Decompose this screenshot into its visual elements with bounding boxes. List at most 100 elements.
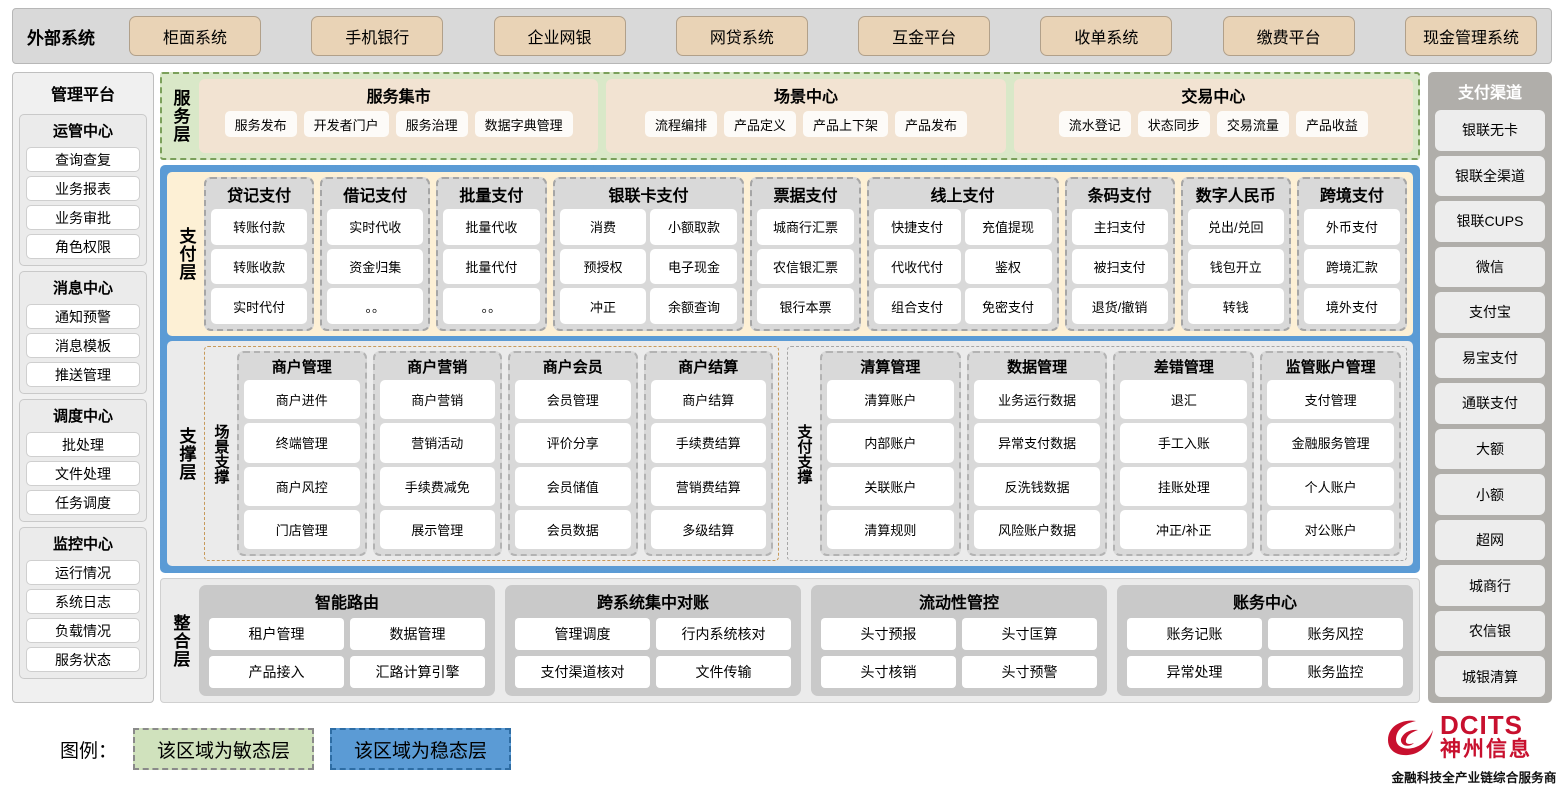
- support-item[interactable]: 个人账户: [1267, 466, 1394, 506]
- payment-item[interactable]: 被扫支付: [1071, 248, 1168, 285]
- support-item[interactable]: 关联账户: [826, 466, 954, 506]
- service-chip[interactable]: 开发者门户: [303, 111, 389, 137]
- payment-channel-item[interactable]: 城商行: [1435, 565, 1545, 606]
- management-item[interactable]: 通知预警: [26, 304, 140, 329]
- integration-item[interactable]: 管理调度: [515, 618, 650, 650]
- integration-item[interactable]: 数据管理: [350, 618, 485, 650]
- external-system-chip[interactable]: 柜面系统: [129, 16, 261, 56]
- management-item[interactable]: 查询查复: [26, 147, 140, 172]
- external-system-chip[interactable]: 缴费平台: [1222, 16, 1355, 56]
- support-item[interactable]: 多级结算: [650, 509, 766, 549]
- support-item[interactable]: 挂账处理: [1120, 466, 1248, 506]
- support-item[interactable]: 商户进件: [244, 380, 360, 420]
- payment-item[interactable]: 电子现金: [650, 248, 738, 285]
- management-item[interactable]: 消息模板: [26, 333, 140, 358]
- payment-item[interactable]: 外币支付: [1303, 209, 1401, 245]
- support-item[interactable]: 商户风控: [244, 466, 360, 506]
- management-item[interactable]: 推送管理: [26, 362, 140, 387]
- payment-item[interactable]: 跨境汇款: [1303, 248, 1401, 285]
- payment-item[interactable]: 充值提现: [964, 209, 1052, 245]
- support-item[interactable]: 评价分享: [515, 423, 631, 463]
- integration-item[interactable]: 行内系统核对: [656, 618, 791, 650]
- external-system-chip[interactable]: 网贷系统: [675, 16, 808, 56]
- payment-channel-item[interactable]: 城银清算: [1435, 656, 1545, 697]
- external-system-chip[interactable]: 现金管理系统: [1404, 16, 1537, 56]
- management-item[interactable]: 系统日志: [26, 589, 140, 614]
- management-item[interactable]: 运行情况: [26, 560, 140, 585]
- integration-item[interactable]: 头寸预报: [821, 618, 956, 650]
- payment-item[interactable]: 农信银汇票: [757, 248, 854, 285]
- management-item[interactable]: 批处理: [26, 432, 140, 457]
- integration-item[interactable]: 头寸核销: [821, 656, 956, 688]
- payment-channel-item[interactable]: 易宝支付: [1435, 337, 1545, 379]
- service-chip[interactable]: 交易流量: [1216, 111, 1289, 137]
- payment-item[interactable]: 冲正: [559, 288, 647, 324]
- service-chip[interactable]: 产品发布: [895, 111, 968, 137]
- support-item[interactable]: 终端管理: [244, 423, 360, 463]
- integration-item[interactable]: 账务记账: [1127, 618, 1262, 650]
- support-item[interactable]: 业务运行数据: [973, 380, 1101, 420]
- payment-item[interactable]: 城商行汇票: [757, 209, 854, 245]
- support-item[interactable]: 冲正/补正: [1120, 509, 1248, 549]
- external-system-chip[interactable]: 手机银行: [311, 16, 444, 56]
- payment-channel-item[interactable]: 微信: [1435, 246, 1545, 288]
- payment-item[interactable]: 兑出/兑回: [1187, 209, 1284, 245]
- support-item[interactable]: 清算规则: [826, 509, 954, 549]
- payment-item[interactable]: 转账付款: [211, 209, 308, 245]
- management-item[interactable]: 服务状态: [26, 647, 140, 672]
- payment-channel-item[interactable]: 通联支付: [1435, 383, 1545, 424]
- support-item[interactable]: 营销活动: [379, 423, 495, 463]
- support-item[interactable]: 会员管理: [515, 380, 631, 420]
- payment-item[interactable]: 境外支付: [1303, 288, 1401, 324]
- support-item[interactable]: 手工入账: [1120, 423, 1248, 463]
- payment-item[interactable]: 免密支付: [964, 288, 1052, 324]
- payment-item[interactable]: 组合支付: [873, 288, 961, 324]
- payment-channel-item[interactable]: 支付宝: [1435, 292, 1545, 333]
- integration-item[interactable]: 账务监控: [1268, 656, 1403, 688]
- payment-item[interactable]: 余额查询: [650, 288, 738, 324]
- support-item[interactable]: 会员数据: [515, 509, 631, 549]
- support-item[interactable]: 退汇: [1120, 380, 1248, 420]
- payment-item[interactable]: 资金归集: [327, 248, 424, 285]
- payment-item[interactable]: 快捷支付: [873, 209, 961, 245]
- support-item[interactable]: 营销费结算: [650, 466, 766, 506]
- service-chip[interactable]: 产品上下架: [802, 111, 888, 137]
- support-item[interactable]: 对公账户: [1267, 509, 1394, 549]
- payment-item[interactable]: 主扫支付: [1071, 209, 1168, 245]
- integration-item[interactable]: 账务风控: [1268, 618, 1403, 650]
- payment-channel-item[interactable]: 大额: [1435, 428, 1545, 470]
- support-item[interactable]: 金融服务管理: [1267, 423, 1394, 463]
- payment-item[interactable]: 小额取款: [650, 209, 738, 245]
- service-chip[interactable]: 状态同步: [1137, 111, 1210, 137]
- service-chip[interactable]: 服务发布: [224, 111, 297, 137]
- support-item[interactable]: 异常支付数据: [973, 423, 1101, 463]
- payment-item[interactable]: 银行本票: [757, 288, 854, 324]
- external-system-chip[interactable]: 企业网银: [493, 16, 626, 56]
- service-chip[interactable]: 产品收益: [1295, 111, 1368, 137]
- support-item[interactable]: 清算账户: [826, 380, 954, 420]
- payment-item[interactable]: 退货/撤销: [1071, 288, 1168, 324]
- management-item[interactable]: 角色权限: [26, 234, 140, 259]
- payment-item[interactable]: 批量代收: [443, 209, 540, 245]
- integration-item[interactable]: 租户管理: [209, 618, 344, 650]
- support-item[interactable]: 门店管理: [244, 509, 360, 549]
- payment-channel-item[interactable]: 小额: [1435, 474, 1545, 515]
- support-item[interactable]: 展示管理: [379, 509, 495, 549]
- payment-channel-item[interactable]: 农信银: [1435, 610, 1545, 652]
- service-chip[interactable]: 服务治理: [395, 111, 468, 137]
- payment-item[interactable]: 。。: [327, 288, 424, 324]
- integration-item[interactable]: 文件传输: [656, 656, 791, 688]
- support-item[interactable]: 反洗钱数据: [973, 466, 1101, 506]
- payment-item[interactable]: 实时代付: [211, 288, 308, 324]
- management-item[interactable]: 文件处理: [26, 461, 140, 486]
- support-item[interactable]: 支付管理: [1267, 380, 1394, 420]
- support-item[interactable]: 会员储值: [515, 466, 631, 506]
- payment-channel-item[interactable]: 银联全渠道: [1435, 155, 1545, 197]
- payment-item[interactable]: 预授权: [559, 248, 647, 285]
- support-item[interactable]: 手续费结算: [650, 423, 766, 463]
- payment-channel-item[interactable]: 超网: [1435, 519, 1545, 561]
- service-chip[interactable]: 流水登记: [1058, 111, 1131, 137]
- payment-channel-item[interactable]: 银联CUPS: [1435, 201, 1545, 242]
- payment-item[interactable]: 鉴权: [964, 248, 1052, 285]
- service-chip[interactable]: 数据字典管理: [474, 111, 573, 137]
